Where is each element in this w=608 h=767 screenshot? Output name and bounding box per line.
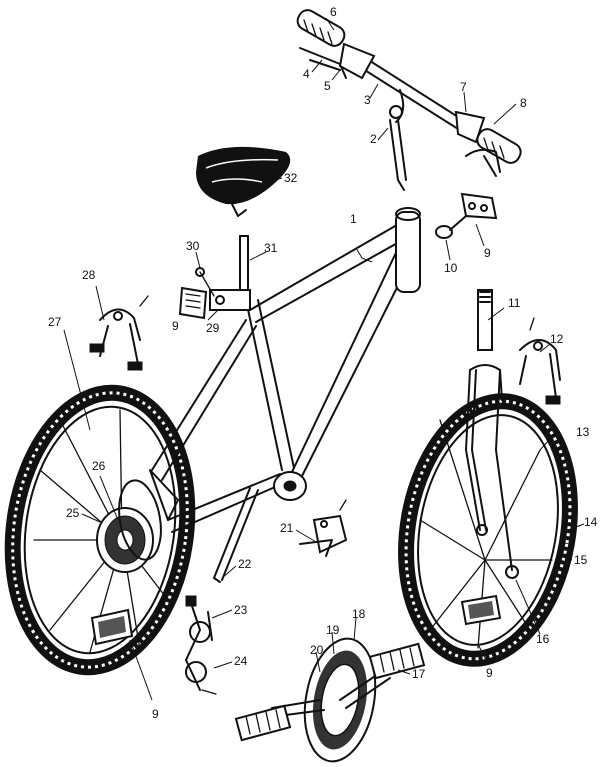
callout-14: 14 <box>584 515 598 529</box>
crankset <box>261 637 391 763</box>
left-brake-lever <box>299 42 376 80</box>
front-wheel <box>398 393 578 667</box>
rear-spoke-protector <box>118 479 162 561</box>
callout-9-rear-reflector: 9 <box>152 707 159 721</box>
callout-labels: 1 2 3 4 5 6 7 8 9 9 9 9 10 11 12 13 14 1… <box>48 5 598 721</box>
callout-22: 22 <box>238 557 252 571</box>
callout-24: 24 <box>234 654 248 668</box>
front-fork <box>465 289 519 579</box>
callout-19: 19 <box>326 623 340 637</box>
callout-28: 28 <box>82 268 96 282</box>
callout-16: 16 <box>536 632 550 646</box>
callout-3: 3 <box>364 93 371 107</box>
right-brake-lever <box>454 110 501 177</box>
callout-9-reflector-bracket: 9 <box>484 246 491 260</box>
left-pedal <box>234 704 292 742</box>
callout-32: 32 <box>284 171 298 185</box>
callout-13: 13 <box>576 425 590 439</box>
callout-31: 31 <box>264 241 278 255</box>
handlebar <box>296 9 522 164</box>
callout-11: 11 <box>508 296 521 310</box>
callout-26: 26 <box>92 459 106 473</box>
callout-18: 18 <box>352 607 366 621</box>
front-reflector-bracket <box>435 192 498 239</box>
handlebar-stem <box>389 89 407 191</box>
callout-7: 7 <box>460 80 467 94</box>
callout-29: 29 <box>206 321 220 335</box>
callout-6: 6 <box>330 5 337 19</box>
callout-20: 20 <box>310 643 324 657</box>
front-caliper-brake <box>519 317 561 405</box>
saddle <box>196 146 291 217</box>
callout-2: 2 <box>370 132 377 146</box>
callout-1: 1 <box>350 212 357 226</box>
leader-lines <box>63 17 585 701</box>
callout-15: 15 <box>574 553 588 567</box>
right-pedal <box>368 642 426 680</box>
kickstand <box>213 487 259 583</box>
seat-clamp <box>195 267 251 311</box>
rear-wheel <box>4 384 196 676</box>
front-reflector <box>460 594 502 626</box>
rear-reflector <box>90 608 134 646</box>
callout-9-front-reflector: 9 <box>486 666 493 680</box>
callout-21: 21 <box>280 521 294 535</box>
bicycle-frame <box>149 207 421 533</box>
front-derailleur <box>299 499 348 557</box>
rear-derailleur <box>185 595 217 695</box>
callout-8: 8 <box>520 96 527 110</box>
callout-17: 17 <box>412 667 426 681</box>
callout-30: 30 <box>186 239 200 253</box>
callout-5: 5 <box>324 79 331 93</box>
callout-12: 12 <box>550 332 564 346</box>
callout-23: 23 <box>234 603 248 617</box>
callout-27: 27 <box>48 315 62 329</box>
callout-4: 4 <box>303 67 310 81</box>
rear-caliper-brake <box>89 295 149 371</box>
callout-25: 25 <box>66 506 80 520</box>
callout-10: 10 <box>444 261 458 275</box>
callout-9-seat-reflector: 9 <box>172 319 179 333</box>
seat-reflector <box>178 286 208 320</box>
